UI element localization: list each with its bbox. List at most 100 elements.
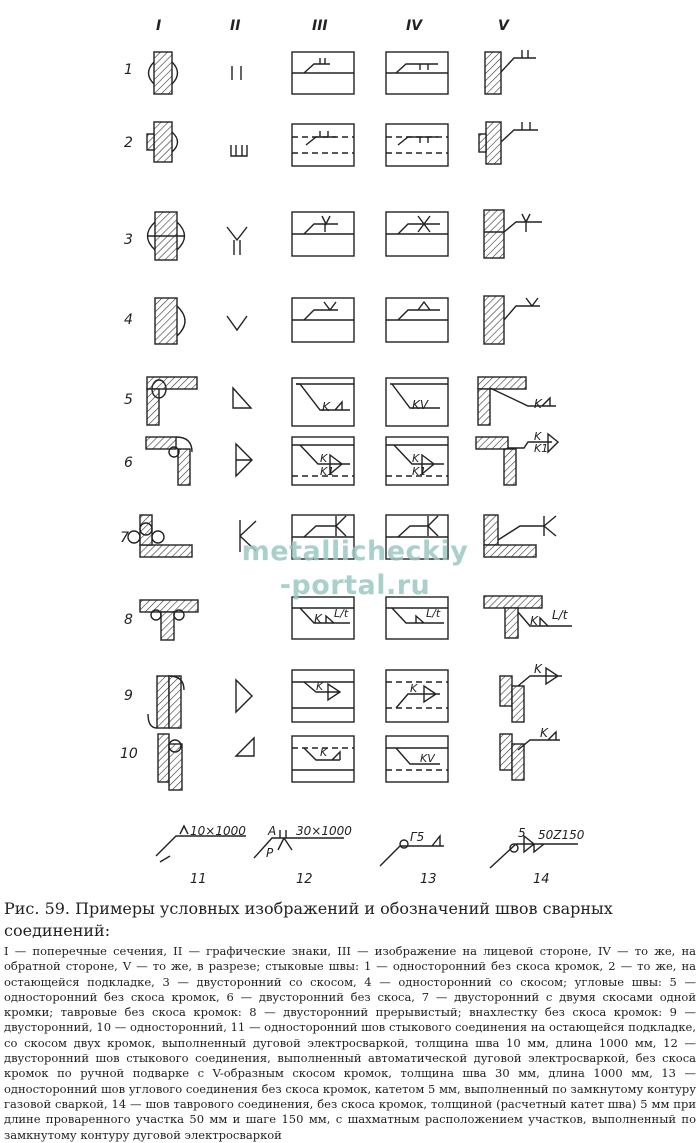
face-row-3: [291, 211, 355, 257]
sign-row-4: [226, 315, 248, 332]
weld-drawings: [127, 50, 578, 869]
row-label-9: 9: [124, 688, 133, 704]
example-13: [379, 834, 444, 867]
row-label-6: 6: [124, 455, 133, 471]
annotation-k1-cut-6: K1: [534, 442, 549, 455]
annotation-k-face-9: K: [316, 680, 324, 693]
label-5-14: 5: [518, 826, 526, 840]
face-row-4: [291, 297, 355, 343]
column-label-1: I: [156, 18, 162, 34]
cut-row-2: [478, 121, 538, 165]
row-label-1: 1: [124, 62, 133, 78]
section-row-1: [147, 51, 179, 95]
face-row-2: [291, 123, 355, 167]
reverse-row-9: [385, 669, 449, 723]
annotation-k-cut-10: K: [540, 726, 548, 740]
cut-row-1: [484, 50, 536, 95]
row-label-5: 5: [124, 392, 133, 408]
watermark: metallicheckiy -portal.ru: [210, 535, 500, 603]
sign-row-9: [235, 678, 253, 714]
face-row-10: [291, 735, 355, 783]
section-row-3: [146, 211, 186, 261]
cut-row-9: [499, 666, 562, 723]
bottom-label-12: 12: [296, 872, 313, 887]
bottom-label-13: 13: [420, 872, 437, 887]
reverse-row-5: [385, 377, 449, 427]
column-label-2: II: [230, 18, 241, 34]
face-row-5: [291, 377, 355, 427]
section-row-10: [157, 733, 183, 791]
row-label-4: 4: [124, 312, 133, 328]
annotation-k-reverse-9: K: [410, 682, 418, 695]
section-row-6: [145, 436, 193, 486]
annotation-kv-reverse-5: KV: [412, 398, 429, 412]
row-label-7: 7: [120, 530, 129, 546]
annotation-k-cut-8: K: [530, 614, 538, 628]
reverse-row-3: [385, 211, 449, 257]
cut-row-3: [483, 209, 542, 259]
row-label-2: 2: [124, 135, 133, 151]
reverse-row-7: [385, 514, 449, 560]
section-row-5: [146, 376, 198, 426]
face-row-6: [291, 436, 355, 486]
sign-row-5: [232, 386, 253, 409]
annotation-k-cut-5: K: [534, 397, 542, 411]
section-row-7: [127, 514, 193, 558]
dimension-11: 10×1000: [190, 824, 246, 838]
row-label-8: 8: [124, 612, 133, 628]
section-row-8: [139, 599, 199, 641]
sign-row-7: [239, 520, 257, 552]
annotation-k1-face-6: K1: [320, 465, 335, 478]
label-g5-13: Г5: [410, 830, 425, 844]
sign-row-6: [235, 442, 253, 478]
row-label-10: 10: [120, 746, 138, 762]
caption-body: I — поперечные сечения, II — графические…: [4, 944, 696, 1142]
label-p-12: P: [266, 846, 274, 860]
face-row-8: [291, 596, 355, 640]
cut-row-7: [483, 514, 557, 558]
watermark-line-2: -portal.ru: [279, 570, 431, 601]
section-row-4: [154, 297, 186, 345]
annotation-k-face-8: K: [314, 612, 322, 626]
annotation-lt-reverse-8: L/t: [426, 607, 441, 620]
annotation-lt-cut-8: L/t: [552, 608, 568, 622]
cut-row-8: [483, 595, 572, 639]
dimension-14: 50Z150: [538, 828, 585, 842]
figure-caption: Рис. 59. Примеры условных изображений и …: [4, 898, 696, 1143]
sign-row-1: [231, 66, 242, 80]
watermark-line-1: metallicheckiy: [241, 536, 469, 567]
face-row-7: [291, 514, 355, 560]
column-label-5: V: [498, 18, 509, 34]
example-14: [489, 834, 578, 869]
sign-row-2: [230, 145, 248, 157]
face-row-1: [291, 51, 355, 95]
annotation-lt-face-8: L/t: [334, 607, 349, 620]
example-12: [253, 830, 344, 859]
section-row-2: [146, 121, 179, 163]
section-row-9: [147, 675, 185, 729]
annotation-k-reverse-6: K: [412, 452, 420, 465]
sign-row-3: [226, 226, 248, 255]
annotation-k-cut-6: K: [534, 430, 542, 443]
annotation-k-face-6: K: [320, 452, 328, 465]
cut-row-5: [477, 376, 556, 426]
label-a-12: A: [268, 824, 277, 838]
bottom-label-14: 14: [533, 872, 550, 887]
caption-title: Рис. 59. Примеры условных изображений и …: [4, 899, 613, 940]
row-label-3: 3: [124, 232, 133, 248]
annotation-k1-reverse-6: K1: [412, 465, 427, 478]
cut-row-10: [499, 730, 560, 781]
annotation-k-cut-9: K: [534, 662, 542, 676]
dimension-12: 30×1000: [296, 824, 352, 838]
reverse-row-6: [385, 436, 449, 486]
cut-row-6: [475, 432, 560, 486]
annotation-k-face-10: K: [320, 746, 328, 759]
example-11: [155, 824, 246, 863]
reverse-row-10: [385, 735, 449, 783]
face-row-9: [291, 669, 355, 723]
annotation-k-face-5: K: [322, 400, 330, 414]
column-label-3: III: [312, 18, 328, 34]
reverse-row-4: [385, 297, 449, 343]
column-label-4: IV: [406, 18, 423, 34]
annotation-kv-reverse-10: KV: [420, 752, 435, 765]
